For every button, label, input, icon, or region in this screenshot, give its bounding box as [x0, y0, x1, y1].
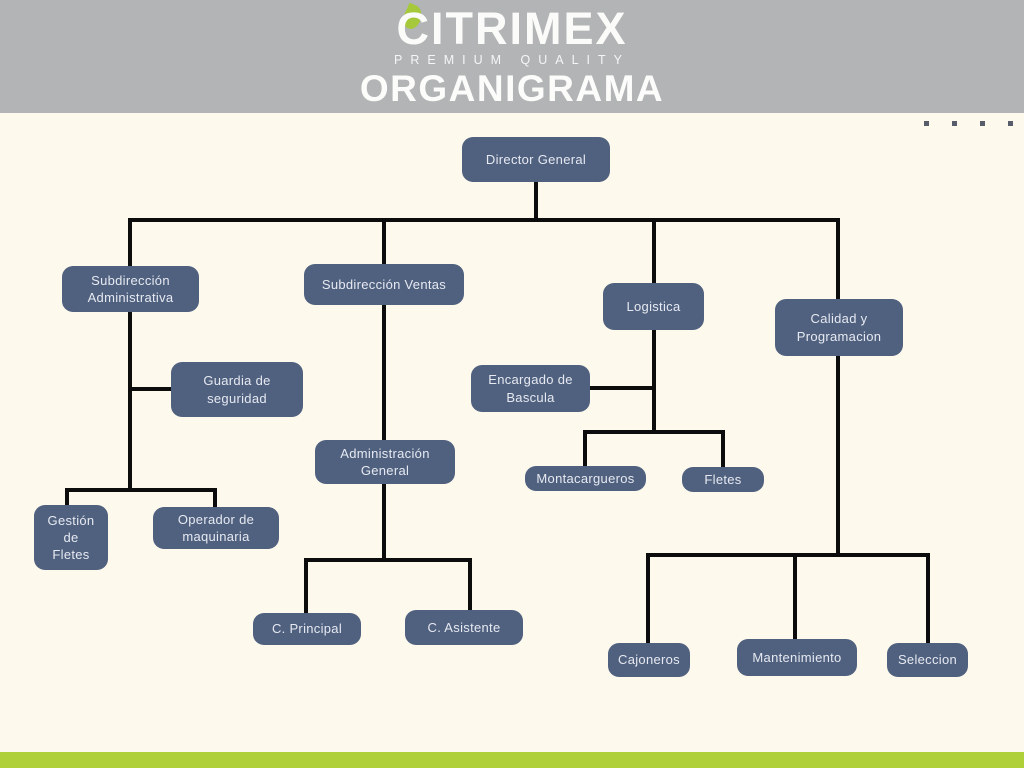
connector-line — [130, 387, 175, 391]
connector-line — [304, 558, 472, 562]
brand-tagline: PREMIUM QUALITY — [394, 53, 630, 67]
connector-line — [721, 432, 725, 469]
connector-line — [128, 220, 132, 492]
decor-dot — [980, 121, 985, 126]
org-node-administracion-general: Administración General — [315, 440, 455, 484]
connector-line — [65, 488, 217, 492]
connector-line — [583, 432, 587, 468]
footer-accent-bar — [0, 752, 1024, 768]
connector-line — [646, 553, 930, 557]
org-node-operador-de-maquinaria: Operador de maquinaria — [153, 507, 279, 549]
org-node-c-principal: C. Principal — [253, 613, 361, 645]
connector-line — [128, 218, 840, 222]
org-node-seleccion: Seleccion — [887, 643, 968, 677]
org-node-c-asistente: C. Asistente — [405, 610, 523, 645]
org-node-encargado-de-bascula: Encargado de Bascula — [471, 365, 590, 412]
connector-line — [65, 490, 69, 508]
org-node-guardia-de-seguridad: Guardia de seguridad — [171, 362, 303, 417]
org-node-mantenimiento: Mantenimiento — [737, 639, 857, 676]
connector-line — [468, 560, 472, 612]
decor-dot — [1008, 121, 1013, 126]
org-node-cajoneros: Cajoneros — [608, 643, 690, 677]
brand-name: CITRIMEX — [396, 3, 628, 54]
connector-line — [583, 430, 725, 434]
org-node-subdireccion-administrativa: Subdirección Administrativa — [62, 266, 199, 312]
connector-line — [646, 555, 650, 645]
org-node-subdireccion-ventas: Subdirección Ventas — [304, 264, 464, 305]
connector-line — [588, 386, 654, 390]
page-title: ORGANIGRAMA — [359, 68, 665, 109]
decor-dots — [924, 121, 1013, 126]
decor-dot — [924, 121, 929, 126]
org-node-gestion-de-fletes: Gestión de Fletes — [34, 505, 108, 570]
connector-line — [213, 490, 217, 509]
connector-line — [836, 220, 840, 557]
decor-dot — [952, 121, 957, 126]
connector-line — [926, 555, 930, 645]
connector-line — [793, 555, 797, 641]
org-node-director-general: Director General — [462, 137, 610, 182]
org-node-montacargueros: Montacargueros — [525, 466, 646, 491]
org-node-fletes: Fletes — [682, 467, 764, 492]
org-node-logistica: Logistica — [603, 283, 704, 330]
org-node-calidad-y-programacion: Calidad y Programacion — [775, 299, 903, 356]
connector-line — [382, 220, 386, 562]
header: CITRIMEX PREMIUM QUALITY ORGANIGRAMA — [0, 0, 1024, 113]
connector-line — [534, 180, 538, 220]
connector-line — [304, 560, 308, 615]
